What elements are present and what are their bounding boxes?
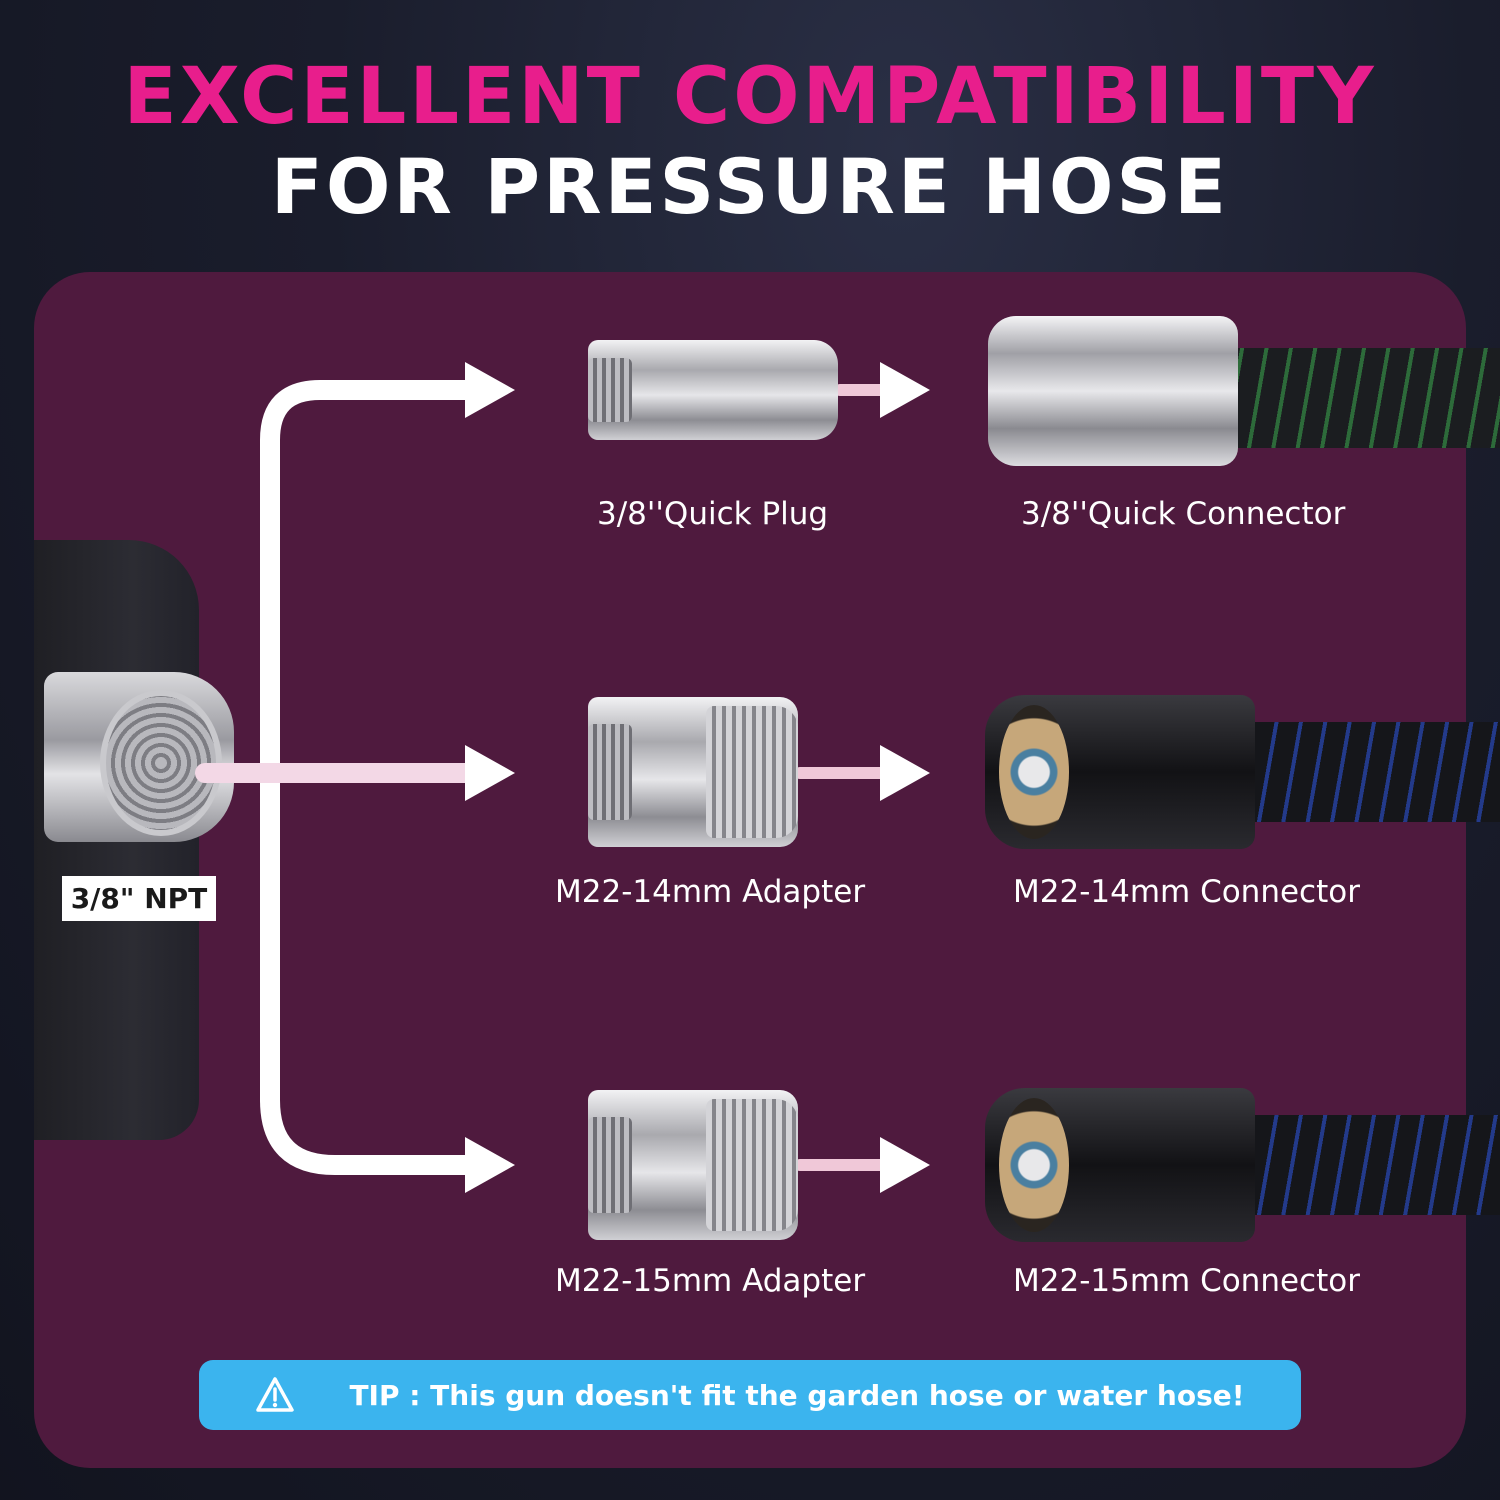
warning-triangle-icon xyxy=(256,1377,295,1412)
arrow-head-middle xyxy=(465,745,515,801)
branch-path-bottom xyxy=(260,1090,480,1175)
arrow-head-connector-3 xyxy=(880,1137,930,1193)
hose-image-green xyxy=(1230,348,1500,448)
arrow-head-connector-1 xyxy=(880,362,930,418)
m22-15mm-adapter-label: M22-15mm Adapter xyxy=(555,1263,866,1299)
tip-text: TIP : This gun doesn't fit the garden ho… xyxy=(349,1378,1245,1412)
arrow-head-bottom xyxy=(465,1137,515,1193)
m22-15mm-connector-image xyxy=(985,1088,1255,1242)
tip-banner: TIP : This gun doesn't fit the garden ho… xyxy=(199,1360,1301,1430)
quick-plug-label: 3/8''Quick Plug xyxy=(597,496,829,532)
hose-image-blue xyxy=(1240,1115,1500,1215)
quick-connector-image xyxy=(988,316,1238,466)
arrow-head-top xyxy=(465,362,515,418)
m22-14mm-adapter-label: M22-14mm Adapter xyxy=(555,874,866,910)
heading-line-2: FOR PRESSURE HOSE xyxy=(270,142,1230,231)
m22-15mm-adapter-image xyxy=(588,1090,798,1240)
m22-14mm-adapter-image xyxy=(588,697,798,847)
quick-plug-image xyxy=(588,340,838,440)
arrow-head-connector-2 xyxy=(880,745,930,801)
m22-14mm-connector-image xyxy=(985,695,1255,849)
quick-connector-label: 3/8''Quick Connector xyxy=(1021,496,1346,532)
npt-fitting-image xyxy=(44,672,234,842)
hose-image-blue xyxy=(1240,722,1500,822)
branch-path xyxy=(260,380,480,1110)
m22-14mm-connector-label: M22-14mm Connector xyxy=(1013,874,1360,910)
heading-line-1: EXCELLENT COMPATIBILITY xyxy=(123,52,1377,142)
npt-badge: 3/8" NPT xyxy=(62,876,216,921)
m22-15mm-connector-label: M22-15mm Connector xyxy=(1013,1263,1360,1299)
